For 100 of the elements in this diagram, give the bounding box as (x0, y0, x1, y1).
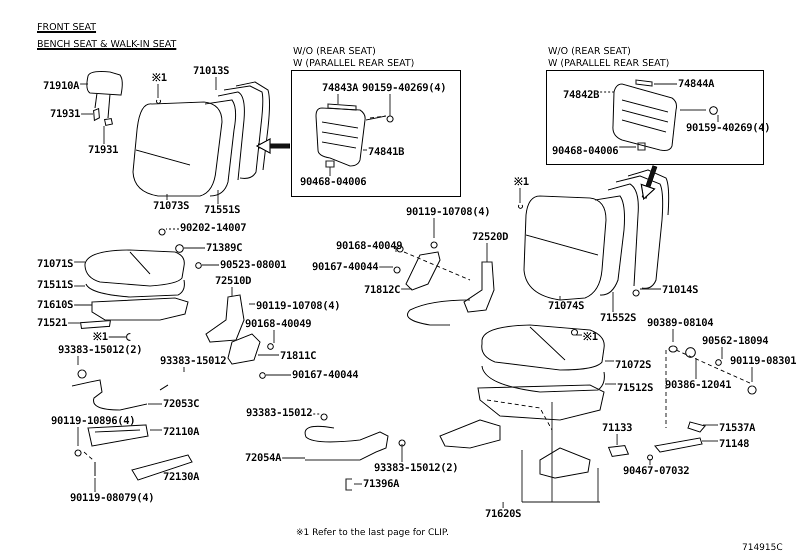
part-number: 71610S (37, 299, 74, 311)
part-number: 90168-40049 (245, 318, 312, 330)
part-number: 90119-10708(4) (256, 300, 340, 312)
part-number: 90119-08079(4) (70, 492, 154, 504)
leader-line (502, 402, 600, 508)
leader-line (572, 334, 582, 336)
leader-line (702, 424, 718, 426)
part-number: 74843A (322, 82, 358, 94)
fastener-drawing (195, 262, 202, 269)
part-number: 71811C (280, 350, 316, 362)
part-number: 90167-40044 (312, 261, 378, 273)
part-number: 74844A (678, 78, 714, 90)
leader-line (266, 374, 292, 376)
part-number: 71931 (50, 108, 80, 120)
part-number: 90202-14007 (180, 222, 246, 234)
leader-line (702, 440, 718, 442)
part-number: 93383-15012 (246, 407, 312, 419)
part-number: 71396A (363, 478, 400, 490)
part-number: 71148 (719, 438, 750, 450)
part-number: 71071S (37, 258, 74, 270)
part-number: 71620S (485, 508, 522, 520)
inset-heading: W/O (REAR SEAT) (548, 46, 631, 58)
part-number: 72054A (245, 452, 282, 464)
part-number: 71014S (662, 284, 698, 296)
part-number: 71511S (37, 279, 74, 291)
part-number: 71072S (615, 359, 652, 371)
part-number: 71537A (719, 422, 756, 434)
part-number: 90119-10708(4) (406, 206, 490, 218)
clip-drawing (126, 333, 131, 341)
part-number: 72130A (163, 471, 200, 483)
leader-line (166, 194, 168, 200)
part-number: 90119-10896(4) (51, 415, 136, 427)
part-drawing (608, 445, 629, 457)
leader-line (672, 328, 674, 342)
leader-line (68, 322, 80, 324)
inset-heading: W (PARALLEL REAR SEAT) (293, 58, 414, 70)
hollow-arrow (256, 138, 290, 154)
part-number: 72520D (472, 231, 508, 243)
callout-mark: ※1 (93, 331, 108, 343)
part-number: 71389C (206, 242, 242, 254)
leader-line (604, 360, 614, 362)
subtitle: BENCH SEAT & WALK-IN SEAT (37, 39, 176, 50)
part-number: 71551S (204, 204, 240, 216)
part-number: 74842B (563, 89, 600, 101)
part-number: 93383-15012 (160, 355, 226, 367)
part-number: 90523-08001 (220, 259, 286, 271)
part-number: 72110A (163, 426, 200, 438)
rail-drawing (80, 320, 111, 329)
fastener-drawing (715, 359, 722, 366)
part-number: 71931 (88, 144, 118, 156)
part-number: 71552S (600, 312, 636, 324)
leader-line (94, 478, 96, 492)
part-number: 90159-40269(4) (362, 82, 446, 94)
part-number: 90467-07032 (623, 465, 690, 477)
fastener-drawing (267, 343, 274, 350)
part-number: 71013S (193, 65, 230, 77)
title: FRONT SEAT (37, 22, 96, 33)
inset-heading: W (PARALLEL REAR SEAT) (548, 58, 670, 70)
part-number: 90562-18094 (702, 335, 768, 347)
leader-line (258, 354, 280, 356)
fastener-drawing (259, 372, 266, 379)
leader-line (166, 228, 180, 230)
footnote: ※1 Refer to the last page for CLIP. (296, 528, 449, 538)
leader-line (486, 242, 488, 262)
fastener-drawing (175, 244, 184, 253)
leader-line (378, 266, 394, 268)
part-number: 72510D (215, 275, 252, 287)
leader-line (202, 264, 220, 266)
leader-line (612, 292, 614, 312)
inset-heading: W/O (REAR SEAT) (293, 46, 376, 58)
part-number: 74841B (368, 146, 404, 158)
part-number: 71073S (153, 200, 190, 212)
fastener-drawing (685, 347, 696, 358)
part-number: 71521 (37, 317, 68, 329)
part-number: 90468-04006 (300, 176, 366, 188)
part-number: 71074S (548, 300, 584, 312)
part-number: 71812C (364, 284, 400, 296)
part-number: 90168-40049 (336, 240, 402, 252)
leader-line (108, 336, 126, 338)
part-number: 90386-12041 (665, 379, 732, 391)
part-number: 71512S (617, 382, 654, 394)
leader-line (400, 288, 412, 290)
callout-mark: ※1 (152, 72, 167, 84)
leader-line (640, 288, 662, 290)
figure-code: 714915C (742, 543, 783, 553)
part-number: 93383-15012(2) (374, 462, 458, 474)
part-number: 90167-40044 (292, 369, 358, 381)
part-number: 90468-04006 (552, 145, 618, 157)
part-number: 93383-15012(2) (58, 344, 142, 356)
leader-line (74, 304, 92, 306)
part-drawing (104, 118, 113, 126)
fastener-drawing (709, 106, 718, 115)
part-number: 71133 (602, 422, 632, 434)
leader-line (616, 434, 618, 446)
part-number: 72053C (163, 398, 200, 410)
part-number: 71910A (43, 80, 80, 92)
callout-mark: ※1 (514, 176, 529, 188)
cable-drawing (70, 378, 148, 412)
part-number: 90119-08301 (730, 355, 796, 367)
part-number: 90389-08104 (647, 317, 714, 329)
